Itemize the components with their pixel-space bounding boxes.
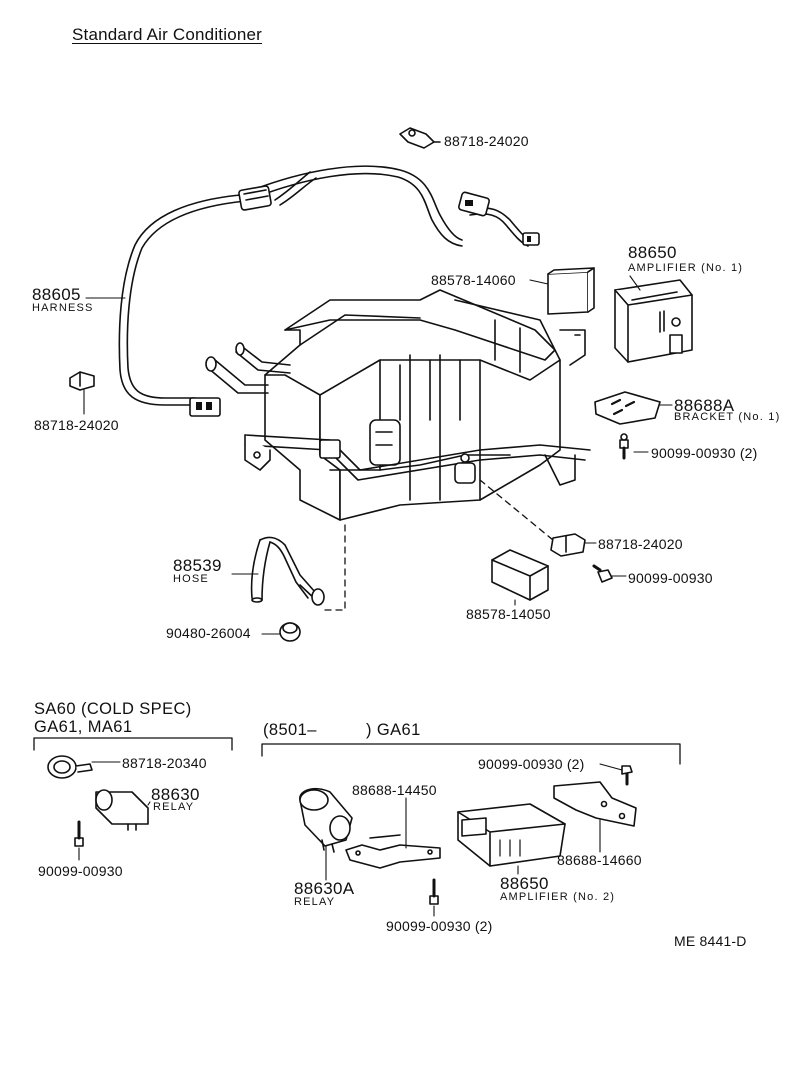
label-88718-20340: 88718-20340	[122, 755, 207, 771]
clamp-88718-24020-right-drawing	[550, 533, 586, 557]
label-amplifier-no2: AMPLIFIER (No. 2)	[500, 891, 616, 903]
label-88578-14060: 88578-14060	[431, 272, 516, 288]
bracket-88688a-drawing	[594, 391, 661, 425]
label-88605: 88605	[32, 285, 81, 304]
relay-88630-drawing	[95, 789, 149, 831]
section-left-bracket-drawing	[33, 737, 233, 751]
dashed-leaders-drawing	[324, 479, 554, 611]
label-harness: HARNESS	[32, 302, 94, 314]
label-relay-right: RELAY	[294, 896, 336, 908]
foam-88578-14060-drawing	[547, 267, 595, 315]
section-right-bracket-drawing	[261, 743, 681, 765]
label-88718-24020-left: 88718-24020	[34, 417, 119, 433]
label-88539: 88539	[173, 556, 222, 575]
label-90099-00930-2-top: 90099-00930 (2)	[478, 756, 585, 772]
harness-connectors-drawing	[189, 185, 540, 417]
relay-88630a-drawing	[299, 788, 353, 853]
screw-90099-00930-left-drawing	[74, 820, 84, 847]
screw-90099-00930-2a-drawing	[619, 433, 629, 460]
label-88650-amplifier-no2: 88650	[500, 874, 549, 893]
section-left-heading-1: SA60 (COLD SPEC)	[34, 700, 192, 718]
section-right-heading-model: ) GA61	[366, 721, 421, 739]
label-relay-left: RELAY	[153, 801, 195, 813]
hose-88539-drawing	[250, 536, 325, 606]
clamp-88718-24020-top-drawing	[399, 127, 441, 149]
label-88578-14050: 88578-14050	[466, 606, 551, 622]
label-88718-24020-top: 88718-24020	[444, 133, 529, 149]
section-right-heading-open: (8501–	[263, 721, 317, 739]
label-amplifier-no1: AMPLIFIER (No. 1)	[628, 262, 744, 274]
section-left-heading-2: GA61, MA61	[34, 718, 133, 736]
label-90099-00930-2-bottom: 90099-00930 (2)	[386, 918, 493, 934]
label-90480-26004: 90480-26004	[166, 625, 251, 641]
label-hose: HOSE	[173, 573, 209, 585]
amplifier-no2-drawing	[457, 803, 566, 867]
footer-code: ME 8441-D	[674, 933, 747, 949]
foam-88578-14050-drawing	[491, 549, 549, 601]
screw-90099-00930-2-right-bottom-drawing	[429, 878, 439, 905]
clamp-88718-20340-drawing	[47, 755, 93, 779]
grommet-90480-26004-drawing	[279, 622, 301, 642]
label-90099-00930-2-a: 90099-00930 (2)	[651, 445, 758, 461]
label-88718-24020-right: 88718-24020	[598, 536, 683, 552]
label-bracket-no1: BRACKET (No. 1)	[674, 411, 781, 423]
label-90099-00930-left: 90099-00930	[38, 863, 123, 879]
label-88688a: 88688A	[674, 396, 735, 415]
harness-88605-drawing	[118, 165, 531, 406]
amplifier-no1-drawing	[614, 279, 693, 363]
bracket-88688-14450-drawing	[345, 834, 441, 869]
label-90099-00930-a: 90099-00930	[628, 570, 713, 586]
clamp-88718-24020-left-drawing	[69, 371, 95, 391]
leader-lines-drawing	[78, 275, 673, 917]
label-88688-14660: 88688-14660	[557, 852, 642, 868]
diagram-title: Standard Air Conditioner	[72, 25, 263, 44]
screw-90099-00930-2-right-top-drawing	[621, 765, 633, 786]
label-88630: 88630	[151, 785, 200, 804]
screw-90099-00930-mid-drawing	[592, 564, 613, 583]
bracket-88688-14660-drawing	[553, 781, 637, 827]
label-88688-14450: 88688-14450	[352, 782, 437, 798]
main-unit-drawing	[205, 289, 591, 521]
label-88650-amplifier-no1: 88650	[628, 243, 677, 262]
label-88630a: 88630A	[294, 879, 355, 898]
